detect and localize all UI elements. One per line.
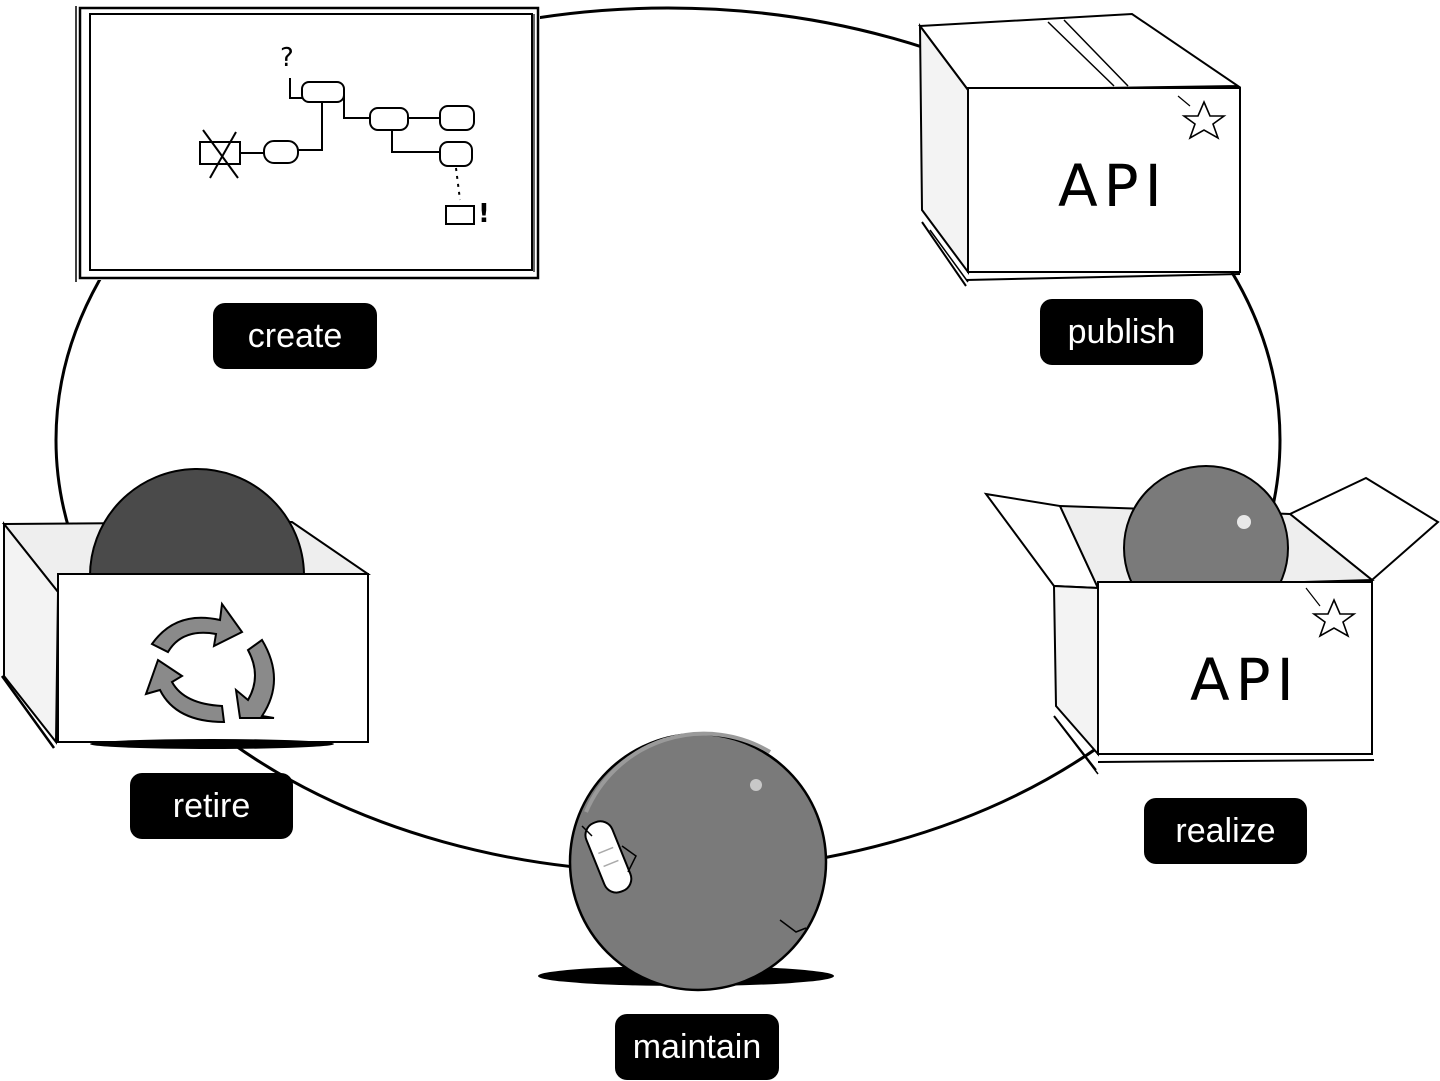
bandaged-ball-icon xyxy=(538,731,834,992)
api-box-open-icon: API xyxy=(983,465,1440,775)
stage-label-publish: publish xyxy=(1040,299,1203,365)
stage-label-create: create xyxy=(213,303,377,369)
stage-label-retire: retire xyxy=(130,773,293,839)
stage-label-maintain: maintain xyxy=(615,1014,779,1080)
api-box-closed-icon: API xyxy=(918,12,1242,287)
question-mark: ? xyxy=(280,43,294,73)
stage-label-realize: realize xyxy=(1144,798,1307,864)
recycle-box-icon xyxy=(0,468,371,749)
whiteboard-icon: ? ! xyxy=(75,6,540,282)
publish-box-text: API xyxy=(1058,152,1168,220)
realize-box-text: API xyxy=(1190,646,1300,714)
exclaim-mark: ! xyxy=(478,199,490,229)
